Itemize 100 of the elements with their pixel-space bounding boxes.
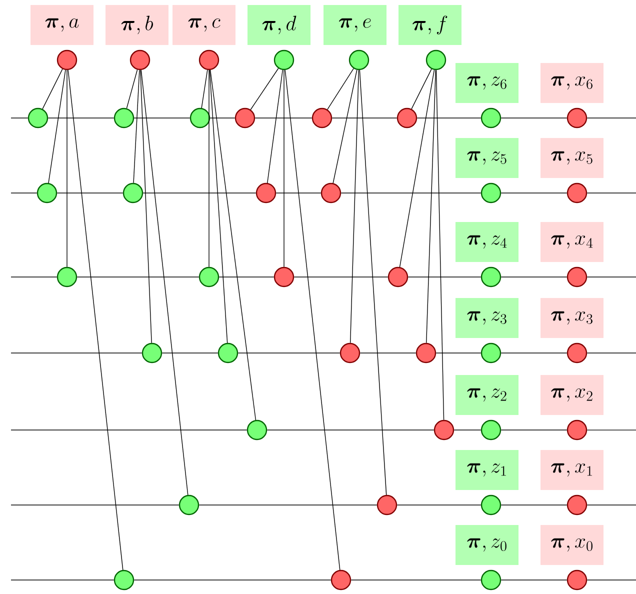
connecting-line bbox=[126, 69, 138, 109]
wire-line bbox=[396, 504, 482, 506]
wire-line bbox=[586, 352, 636, 354]
phase-label-box: $\boldsymbol{\pi},e$ bbox=[324, 5, 386, 45]
spider-circle bbox=[566, 570, 588, 590]
connecting-line bbox=[66, 70, 68, 268]
phase-label-box: $\boldsymbol{\pi},z_0$ bbox=[456, 525, 518, 565]
phase-label-box: $\boldsymbol{\pi},z_2$ bbox=[456, 375, 518, 415]
connecting-line bbox=[426, 70, 436, 344]
connecting-line bbox=[48, 70, 66, 184]
wire-line bbox=[10, 352, 142, 354]
wire-line bbox=[436, 352, 482, 354]
spider-circle bbox=[36, 182, 58, 204]
spider-circle bbox=[330, 570, 352, 590]
connecting-line bbox=[411, 68, 432, 110]
connecting-line bbox=[399, 70, 435, 268]
spider-circle bbox=[114, 570, 134, 590]
spider-circle bbox=[218, 342, 238, 364]
spider-circle bbox=[480, 494, 502, 516]
phase-label-box: $\boldsymbol{\pi},a$ bbox=[30, 5, 94, 45]
phase-label-box: $\boldsymbol{\pi},f$ bbox=[398, 5, 462, 45]
spider-circle bbox=[198, 50, 220, 70]
wire-line bbox=[500, 192, 568, 194]
spider-circle bbox=[396, 108, 418, 128]
spider-circle bbox=[28, 108, 48, 128]
connecting-line bbox=[68, 70, 124, 570]
phase-label-box: $\boldsymbol{\pi},z_5$ bbox=[456, 138, 518, 178]
wire-line bbox=[586, 276, 636, 278]
spider-circle bbox=[178, 494, 200, 516]
spider-circle bbox=[480, 342, 502, 364]
phase-label-box: $\boldsymbol{\pi},z_1$ bbox=[456, 450, 518, 490]
connecting-line bbox=[267, 70, 283, 184]
spider-circle bbox=[566, 108, 588, 128]
wire-line bbox=[500, 504, 568, 506]
wire-line bbox=[586, 504, 636, 506]
spider-circle bbox=[388, 266, 408, 288]
spider-circle bbox=[190, 108, 210, 128]
spider-circle bbox=[566, 420, 588, 440]
connecting-line bbox=[209, 70, 228, 344]
phase-label-box: $\boldsymbol{\pi},c$ bbox=[172, 5, 236, 45]
wire-line bbox=[500, 276, 568, 278]
spider-circle bbox=[480, 182, 502, 204]
spider-circle bbox=[566, 494, 588, 516]
wire-line bbox=[10, 504, 180, 506]
spider-circle bbox=[348, 50, 370, 70]
spider-circle bbox=[566, 182, 588, 204]
spider-circle bbox=[480, 570, 502, 590]
wire-line bbox=[238, 352, 340, 354]
wire-line bbox=[142, 192, 256, 194]
phase-label-box: $\boldsymbol{\pi},x_4$ bbox=[540, 222, 604, 262]
spider-circle bbox=[566, 342, 588, 364]
wire-line bbox=[10, 192, 38, 194]
wire-line bbox=[500, 352, 568, 354]
spider-circle bbox=[114, 108, 134, 128]
phase-label-box: $\boldsymbol{\pi},b$ bbox=[106, 5, 168, 45]
wire-line bbox=[198, 504, 378, 506]
connecting-line bbox=[350, 70, 360, 344]
connecting-line bbox=[140, 70, 188, 496]
connecting-line bbox=[133, 70, 140, 184]
wire-line bbox=[10, 276, 58, 278]
spider-circle bbox=[274, 50, 294, 70]
connecting-line bbox=[332, 70, 358, 184]
connecting-line bbox=[201, 70, 208, 108]
spider-circle bbox=[566, 266, 588, 288]
spider-circle bbox=[256, 182, 276, 204]
connecting-line bbox=[210, 70, 256, 420]
phase-label-box: $\boldsymbol{\pi},x_6$ bbox=[540, 63, 604, 103]
connecting-line bbox=[250, 68, 279, 110]
phase-label-box: $\boldsymbol{\pi},z_6$ bbox=[456, 63, 518, 103]
phase-label-box: $\boldsymbol{\pi},z_3$ bbox=[456, 298, 518, 338]
spider-circle bbox=[416, 342, 436, 364]
spider-circle bbox=[274, 266, 294, 288]
spider-circle bbox=[426, 50, 446, 70]
spider-circle bbox=[56, 266, 78, 288]
wire-line bbox=[294, 276, 388, 278]
connecting-line bbox=[327, 68, 354, 110]
spider-circle bbox=[434, 420, 454, 440]
spider-circle bbox=[320, 182, 342, 204]
connecting-line bbox=[42, 68, 63, 110]
phase-label-box: $\boldsymbol{\pi},x_0$ bbox=[540, 525, 604, 565]
phase-label-box: $\boldsymbol{\pi},x_3$ bbox=[540, 298, 604, 338]
spider-circle bbox=[234, 108, 256, 128]
wire-line bbox=[76, 276, 200, 278]
phase-label-box: $\boldsymbol{\pi},z_4$ bbox=[456, 222, 518, 262]
spider-circle bbox=[246, 420, 268, 440]
connecting-line bbox=[208, 70, 210, 268]
phase-label-box: $\boldsymbol{\pi},x_5$ bbox=[540, 138, 604, 178]
connecting-line bbox=[359, 70, 387, 496]
wire-line bbox=[408, 276, 482, 278]
spider-circle bbox=[340, 342, 360, 364]
spider-circle bbox=[312, 108, 332, 128]
connecting-line bbox=[140, 70, 152, 344]
spider-circle bbox=[376, 494, 398, 516]
spider-circle bbox=[480, 108, 502, 128]
spider-circle bbox=[56, 50, 78, 70]
wire-line bbox=[360, 352, 416, 354]
spider-circle bbox=[130, 50, 150, 70]
phase-label-box: $\boldsymbol{\pi},d$ bbox=[248, 5, 310, 45]
connecting-line bbox=[436, 70, 444, 420]
spider-circle bbox=[142, 342, 162, 364]
